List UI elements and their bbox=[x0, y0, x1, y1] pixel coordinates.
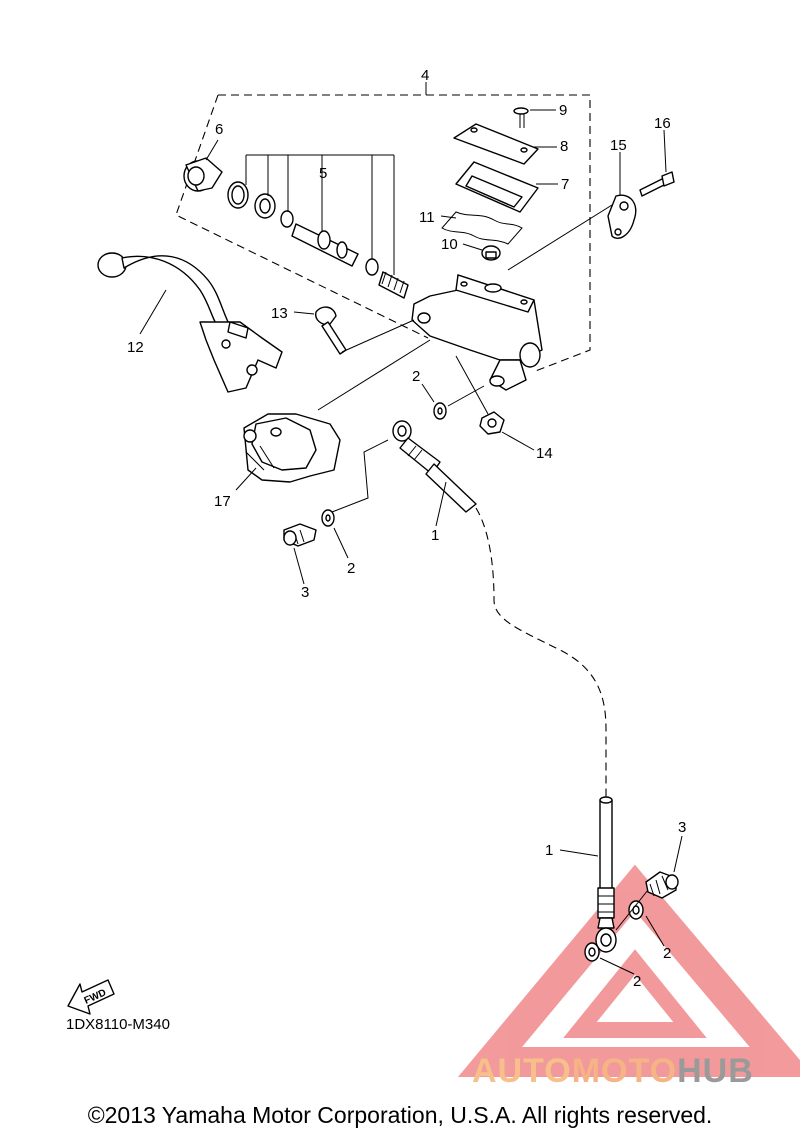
callout-1-lower: 1 bbox=[545, 842, 553, 859]
hose-route-dashed bbox=[475, 507, 607, 800]
leader-10 bbox=[462, 243, 483, 251]
callout-2-upper: 2 bbox=[412, 368, 420, 385]
callout-5: 5 bbox=[319, 165, 327, 182]
part-2-washer-lower-right bbox=[628, 900, 644, 920]
part-8-cap bbox=[453, 123, 539, 165]
leader-12 bbox=[139, 289, 167, 335]
leader-14-axis bbox=[455, 355, 489, 415]
watermark-triangle-logo bbox=[457, 864, 800, 1077]
callout-8: 8 bbox=[560, 138, 568, 155]
callout-6: 6 bbox=[215, 121, 223, 138]
leader-14 bbox=[501, 431, 535, 451]
watermark-part-hub: HUB bbox=[677, 1052, 754, 1090]
part-6-boot bbox=[183, 157, 223, 192]
part-2-washer-upper bbox=[433, 402, 447, 420]
part-17-holder bbox=[243, 413, 341, 483]
callout-11: 11 bbox=[419, 209, 435, 226]
leader-13-axis bbox=[341, 319, 415, 353]
diagram-code: 1DX8110-M340 bbox=[66, 1016, 170, 1033]
callout-10: 10 bbox=[441, 236, 458, 253]
part-1-hose-upper-end bbox=[392, 420, 477, 513]
leader-2-upper bbox=[421, 383, 435, 403]
fwd-arrow-icon: FWD bbox=[67, 979, 115, 1015]
leader-2-lower-right bbox=[645, 915, 665, 947]
bolt-axis-upper bbox=[331, 439, 389, 513]
part-13-pivot-bolt bbox=[315, 306, 347, 355]
part-7-diaphragm-plate bbox=[455, 161, 539, 213]
callout-4: 4 bbox=[421, 67, 429, 84]
leader-16 bbox=[663, 129, 667, 173]
part-16-bolt bbox=[639, 171, 675, 197]
callout-9: 9 bbox=[559, 102, 567, 119]
part-1-hose-lower bbox=[595, 796, 617, 953]
part-14-cap-nut bbox=[479, 411, 505, 435]
assembly-boundary-dashed bbox=[175, 94, 591, 373]
callout-15: 15 bbox=[610, 137, 627, 154]
leader-17 bbox=[235, 467, 257, 491]
leader-5 bbox=[245, 154, 395, 275]
part-10-float bbox=[481, 245, 501, 261]
part-2-washer-left bbox=[321, 509, 335, 527]
part-12-lever bbox=[97, 252, 283, 393]
callout-13: 13 bbox=[271, 305, 288, 322]
part-15-clamp bbox=[607, 194, 637, 239]
leader-1-upper bbox=[435, 481, 447, 527]
master-cylinder-body bbox=[411, 274, 543, 391]
copyright-notice: ©2013 Yamaha Motor Corporation, U.S.A. A… bbox=[87, 1102, 713, 1128]
leader-1-lower bbox=[559, 849, 599, 857]
callout-7: 7 bbox=[561, 176, 569, 193]
leader-6 bbox=[205, 139, 219, 161]
leader-3-lower bbox=[673, 835, 683, 873]
watermark-part-auto: AUTO bbox=[472, 1052, 572, 1090]
callout-3-left: 3 bbox=[301, 584, 309, 601]
leader-axis-upper bbox=[447, 385, 485, 407]
leader-2-left bbox=[333, 527, 349, 559]
callout-17: 17 bbox=[214, 493, 231, 510]
callout-1-upper: 1 bbox=[431, 527, 439, 544]
callout-2-left: 2 bbox=[347, 560, 355, 577]
leader-11 bbox=[440, 215, 457, 219]
part-3-bolt-left bbox=[283, 523, 317, 547]
leader-17-axis bbox=[317, 339, 431, 411]
callout-3-lower: 3 bbox=[678, 819, 686, 836]
watermark-wordmark: AUTOMOTOHUB bbox=[472, 1052, 754, 1091]
callout-16: 16 bbox=[654, 115, 671, 132]
part-9-screw bbox=[513, 107, 529, 128]
part-5-piston-kit bbox=[227, 181, 409, 299]
watermark-part-moto: MOTO bbox=[571, 1052, 678, 1090]
bolt-axis-lower bbox=[615, 889, 649, 931]
part-3-bolt-lower bbox=[645, 871, 679, 899]
leader-13 bbox=[293, 311, 315, 315]
callout-2-lower-right: 2 bbox=[663, 945, 671, 962]
leader-3-left bbox=[293, 547, 305, 585]
callout-14: 14 bbox=[536, 445, 553, 462]
callout-12: 12 bbox=[127, 339, 144, 356]
part-11-diaphragm bbox=[441, 211, 523, 245]
part-2-washer-lower-left bbox=[584, 942, 600, 962]
leader-2-lower-left bbox=[599, 957, 635, 975]
leader-body bbox=[507, 199, 621, 271]
callout-2-lower-left: 2 bbox=[633, 973, 641, 990]
